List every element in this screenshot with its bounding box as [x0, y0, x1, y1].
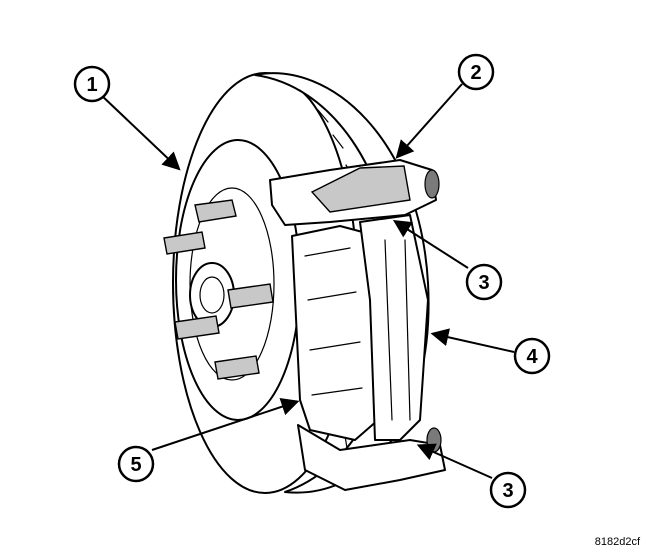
leader-line-4	[430, 328, 515, 353]
lug-stud	[227, 283, 274, 309]
callout-3-bottom-label: 3	[502, 480, 513, 502]
callout-4-label: 4	[526, 346, 538, 368]
callout-1-label: 1	[86, 74, 97, 96]
lug-stud	[214, 355, 260, 380]
caliper-assembly	[269, 159, 446, 491]
leader-line-5	[151, 398, 300, 451]
lug-stud	[163, 231, 206, 255]
callout-3-top-label: 3	[478, 272, 489, 294]
callout-3-top: 3	[465, 263, 503, 301]
callout-1: 1	[73, 65, 111, 103]
callout-3-bottom: 3	[489, 471, 527, 509]
brake-pad	[291, 225, 379, 441]
leader-line-1	[99, 93, 181, 171]
lug-stud	[174, 315, 220, 340]
callout-5-label: 5	[130, 454, 141, 476]
lug-stud	[194, 199, 237, 223]
leader-line-3-top	[392, 220, 469, 269]
callout-2-label: 2	[470, 62, 481, 84]
leader-line-3-bottom	[416, 443, 493, 479]
figure-id: 8182d2cf	[594, 536, 640, 548]
hub-assembly	[163, 199, 274, 380]
callout-2: 2	[457, 53, 495, 91]
callout-4: 4	[513, 337, 551, 375]
callout-5: 5	[117, 445, 155, 483]
leader-lines	[99, 83, 515, 479]
leader-line-2	[395, 83, 463, 159]
